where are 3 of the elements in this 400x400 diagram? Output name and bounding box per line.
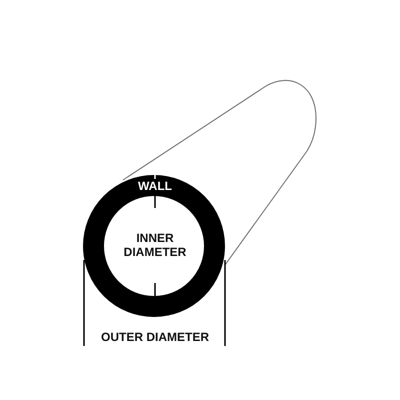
part-label: WALL <box>138 179 172 193</box>
dimension-label: OUTER DIAMETER <box>101 330 209 344</box>
dimension-label: INNER DIAMETER <box>122 231 188 259</box>
